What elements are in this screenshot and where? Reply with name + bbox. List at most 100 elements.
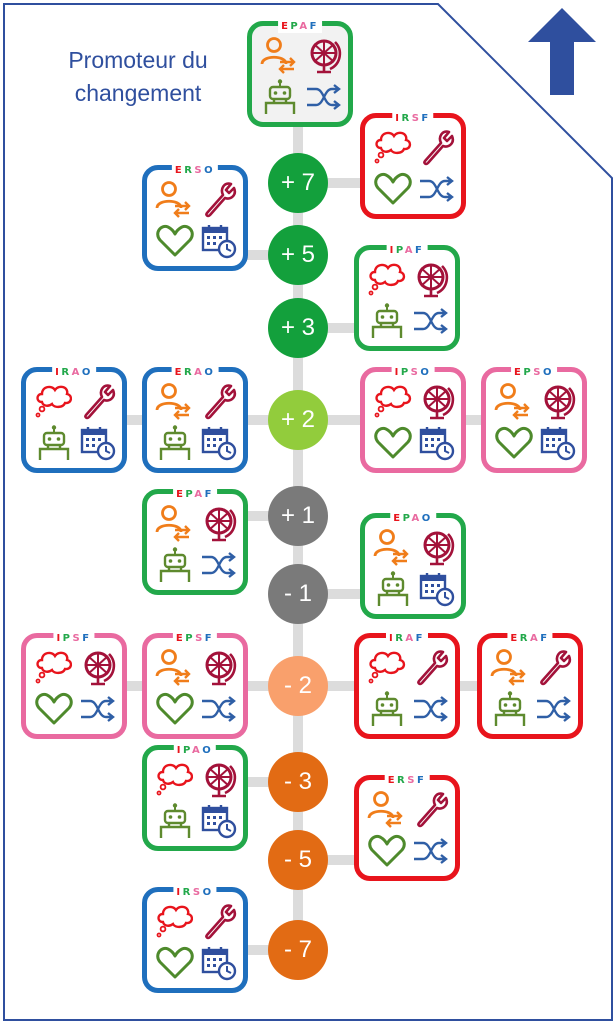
- robot-icon: [367, 690, 407, 728]
- wrench-icon: [78, 382, 118, 420]
- level-circle: - 7: [268, 920, 328, 980]
- shuffle-icon: [411, 690, 451, 728]
- card-code: EPAF: [278, 21, 322, 33]
- calendar-icon: [199, 222, 239, 260]
- card-code: IPSF: [53, 633, 95, 645]
- globe-icon: [417, 528, 457, 566]
- card-code: IRAO: [52, 367, 96, 379]
- card-code: ERAO: [171, 367, 219, 379]
- level-label: + 1: [280, 502, 316, 529]
- level-circle: + 2: [268, 390, 328, 450]
- level-label: - 2: [283, 672, 312, 699]
- thought-bubble-icon: [34, 382, 74, 420]
- title-line-1: Promoteur du: [68, 47, 208, 73]
- level-label: - 3: [283, 768, 312, 795]
- profile-card: ERAO: [142, 367, 248, 473]
- profile-card: EPAF: [142, 489, 248, 595]
- wrench-icon: [411, 648, 451, 686]
- card-code: IRAF: [385, 633, 429, 645]
- thought-bubble-icon: [155, 902, 195, 940]
- globe-icon: [78, 648, 118, 686]
- wrench-icon: [199, 902, 239, 940]
- globe-icon: [411, 260, 451, 298]
- person-swap-icon: [155, 180, 195, 218]
- profile-card: IRSF: [360, 113, 466, 219]
- robot-icon: [373, 570, 413, 608]
- card-code: EPAF: [173, 489, 217, 501]
- person-swap-icon: [155, 504, 195, 542]
- shuffle-icon: [417, 170, 457, 208]
- calendar-icon: [78, 424, 118, 462]
- calendar-icon: [417, 570, 457, 608]
- connector-line: [298, 855, 360, 865]
- profile-card: IRAO: [21, 367, 127, 473]
- level-circle: + 5: [268, 225, 328, 285]
- level-circle: - 1: [268, 564, 328, 624]
- heart-icon: [155, 222, 195, 260]
- calendar-icon: [199, 944, 239, 982]
- card-code: EPAO: [390, 513, 436, 525]
- thought-bubble-icon: [367, 260, 407, 298]
- globe-icon: [538, 382, 578, 420]
- profile-card: IRSO: [142, 887, 248, 993]
- level-label: - 1: [283, 580, 312, 607]
- robot-icon: [260, 78, 300, 116]
- person-swap-icon: [155, 382, 195, 420]
- card-code: IRSO: [173, 887, 217, 899]
- globe-icon: [199, 760, 239, 798]
- connector-line: [298, 589, 365, 599]
- shuffle-icon: [304, 78, 344, 116]
- thought-bubble-icon: [34, 648, 74, 686]
- thought-bubble-icon: [367, 648, 407, 686]
- card-code: IPAO: [173, 745, 217, 757]
- card-code: IPSO: [391, 367, 435, 379]
- wrench-icon: [199, 180, 239, 218]
- person-swap-icon: [367, 790, 407, 828]
- calendar-icon: [538, 424, 578, 462]
- shuffle-icon: [199, 546, 239, 584]
- profile-card: IRAF: [354, 633, 460, 739]
- card-code: ERAF: [507, 633, 553, 645]
- title-line-2: changement: [74, 80, 202, 106]
- profile-card: ERSO: [142, 165, 248, 271]
- person-swap-icon: [155, 648, 195, 686]
- wrench-icon: [411, 790, 451, 828]
- profile-card: EPAO: [360, 513, 466, 619]
- globe-icon: [199, 648, 239, 686]
- level-circle: - 3: [268, 752, 328, 812]
- card-code: IPAF: [386, 245, 428, 257]
- globe-icon: [304, 36, 344, 74]
- robot-icon: [155, 802, 195, 840]
- person-swap-icon: [373, 528, 413, 566]
- thought-bubble-icon: [373, 128, 413, 166]
- card-code: ERSO: [171, 165, 219, 177]
- connector-line: [120, 415, 560, 425]
- profile-card: IPAF: [354, 245, 460, 351]
- robot-icon: [155, 546, 195, 584]
- profile-card: EPAF: [247, 21, 353, 127]
- level-circle: + 3: [268, 298, 328, 358]
- wrench-icon: [199, 382, 239, 420]
- heart-icon: [367, 832, 407, 870]
- shuffle-icon: [78, 690, 118, 728]
- connector-line: [298, 323, 360, 333]
- level-label: + 2: [280, 406, 316, 433]
- level-circle: - 5: [268, 830, 328, 890]
- profile-card: IPAO: [142, 745, 248, 851]
- heart-icon: [494, 424, 534, 462]
- level-label: - 7: [283, 936, 312, 963]
- person-swap-icon: [490, 648, 530, 686]
- card-code: ERSF: [384, 775, 430, 787]
- thought-bubble-icon: [373, 382, 413, 420]
- calendar-icon: [417, 424, 457, 462]
- globe-icon: [199, 504, 239, 542]
- level-circle: + 7: [268, 153, 328, 213]
- level-label: + 5: [280, 241, 316, 268]
- calendar-icon: [199, 424, 239, 462]
- person-swap-icon: [494, 382, 534, 420]
- profile-card: ERAF: [477, 633, 583, 739]
- robot-icon: [490, 690, 530, 728]
- robot-icon: [367, 302, 407, 340]
- person-swap-icon: [260, 36, 300, 74]
- level-label: + 7: [280, 169, 316, 196]
